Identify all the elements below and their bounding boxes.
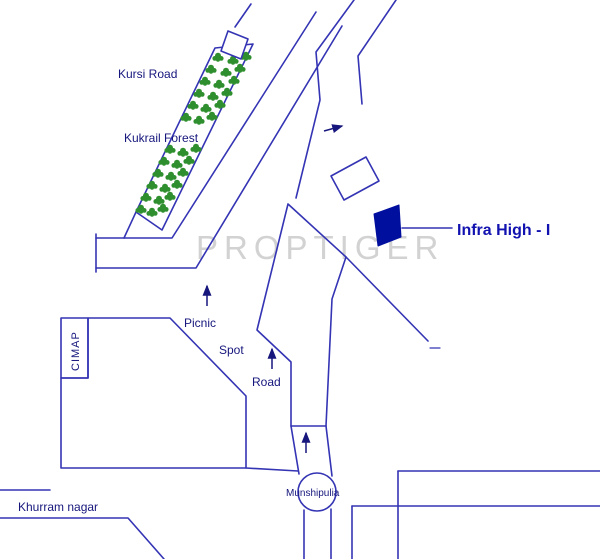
tree-icon	[206, 111, 218, 121]
tree-icon	[140, 192, 152, 202]
tree-icon	[171, 179, 183, 189]
tree-icon	[213, 79, 225, 89]
tree-icon	[190, 143, 202, 153]
infra-high-marker	[373, 204, 402, 247]
picnic-label: Picnic	[184, 316, 216, 330]
tree-icon	[177, 167, 189, 177]
kukrail-forest-label: Kukrail Forest	[124, 131, 199, 145]
tree-icon	[146, 207, 158, 217]
road-segment	[357, 0, 397, 105]
road-segment	[295, 0, 355, 199]
tree-icon	[165, 171, 177, 181]
road-segment	[234, 3, 252, 28]
watermark-text: PROPTIGER	[196, 229, 444, 266]
khurram-nagar-label: Khurram nagar	[18, 500, 98, 514]
tree-icon	[214, 99, 226, 109]
tree-icon	[158, 156, 170, 166]
tree-icon	[171, 159, 183, 169]
tree-icon	[212, 52, 224, 62]
road-segment	[325, 425, 333, 477]
kursi-road-label: Kursi Road	[118, 67, 177, 81]
right-arrow-icon	[323, 124, 344, 133]
cimap-box	[60, 317, 89, 379]
tree-icon	[164, 144, 176, 154]
tree-icon	[157, 203, 169, 213]
spot-label: Spot	[219, 343, 244, 357]
munshipulia-label: Munshipulia	[286, 488, 340, 499]
tree-icon	[159, 183, 171, 193]
tree-icon	[177, 147, 189, 157]
munshipulia-circle	[297, 472, 337, 512]
infra-high-label: Infra High - I	[457, 222, 550, 239]
road-segment	[123, 211, 137, 239]
tree-icon	[146, 180, 158, 190]
tree-icon	[193, 115, 205, 125]
forest-trees	[135, 51, 252, 217]
road-segment	[345, 256, 429, 342]
tree-icon	[228, 75, 240, 85]
road-segment	[95, 11, 317, 239]
tree-icon	[227, 55, 239, 65]
tree-icon	[180, 112, 192, 122]
building-small-square	[220, 30, 249, 60]
tree-icon	[207, 91, 219, 101]
road-label: Road	[252, 375, 281, 389]
tree-icon	[152, 168, 164, 178]
road-segment	[245, 467, 299, 472]
building-rect	[330, 156, 380, 201]
tree-icon	[220, 67, 232, 77]
road-segment	[95, 25, 343, 269]
tree-icon	[200, 103, 212, 113]
tree-icon	[187, 100, 199, 110]
tree-icon	[135, 204, 147, 214]
tree-icon	[234, 63, 246, 73]
direction-arrows	[202, 124, 344, 453]
tree-icon	[183, 155, 195, 165]
central-block	[256, 203, 347, 427]
tree-icon	[199, 76, 211, 86]
tree-icon	[221, 87, 233, 97]
tree-icon	[205, 64, 217, 74]
tree-icon	[164, 191, 176, 201]
road-segment	[290, 425, 300, 475]
tree-icon	[193, 88, 205, 98]
tree-icon	[153, 195, 165, 205]
cimap-label: CIMAP	[70, 331, 82, 371]
road-segment	[0, 517, 165, 559]
